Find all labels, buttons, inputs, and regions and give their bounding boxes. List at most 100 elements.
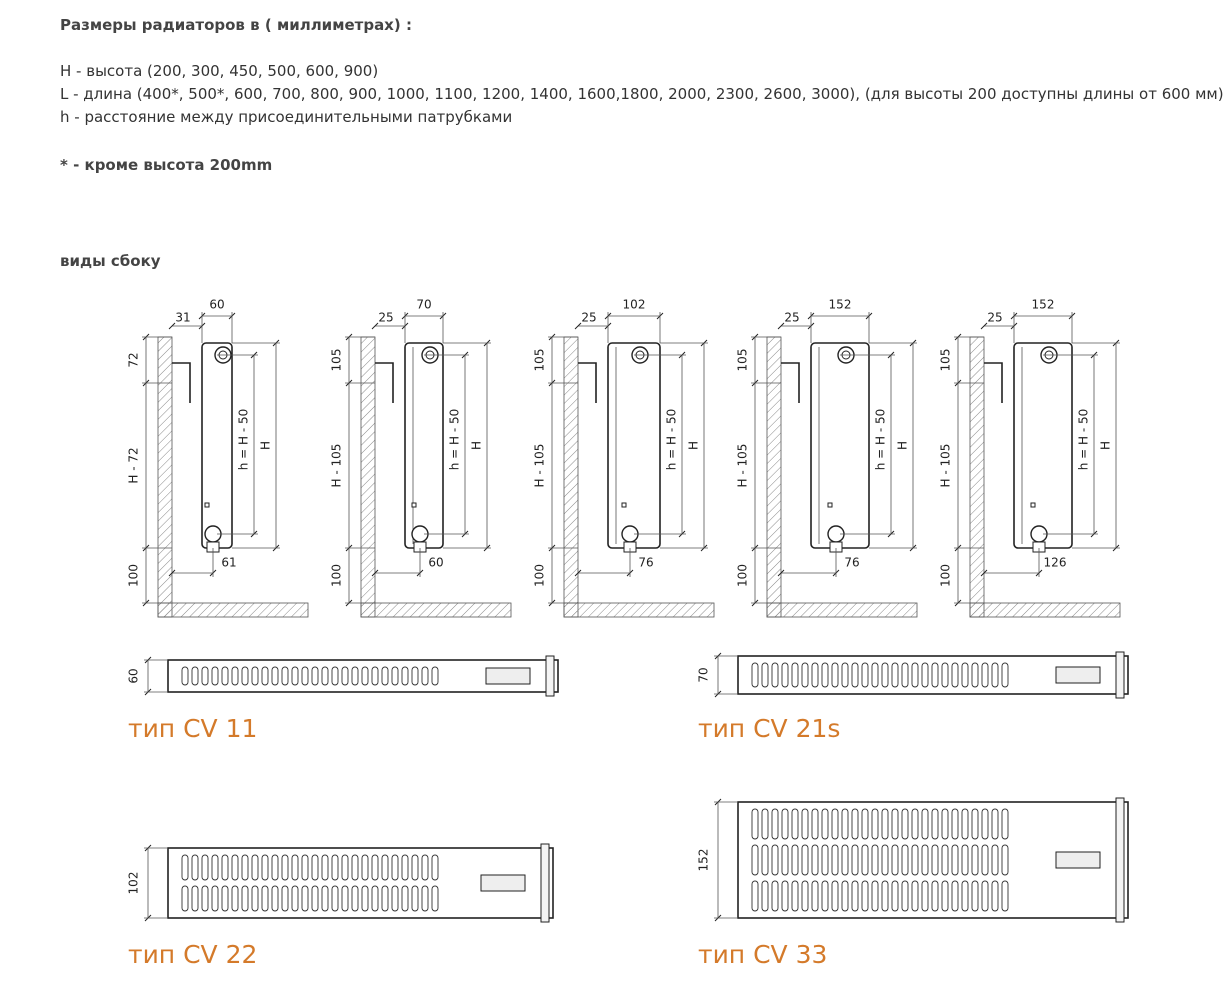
wall-bracket xyxy=(375,362,394,403)
dimension-tick xyxy=(168,322,176,330)
convector-fin xyxy=(211,854,219,881)
convector-fin xyxy=(951,844,959,876)
convector-fin xyxy=(901,662,909,688)
convector-fin xyxy=(191,854,199,881)
convector-fin xyxy=(841,662,849,688)
dimension-tick xyxy=(777,322,785,330)
convector-fin xyxy=(351,666,359,686)
dimension-tick xyxy=(168,569,176,577)
convector-fin xyxy=(361,854,369,881)
convector-fin xyxy=(861,808,869,840)
convector-fin xyxy=(991,662,999,688)
dim-inner: h = H - 50 xyxy=(874,409,888,471)
height-line: H - высота (200, 300, 450, 500, 600, 900… xyxy=(60,62,379,80)
dim-left-mid: H - 72 xyxy=(127,447,141,483)
convector-fin xyxy=(301,854,309,881)
convector-fin xyxy=(311,885,319,912)
convector-fin xyxy=(911,844,919,876)
convector-fin xyxy=(981,844,989,876)
convector-fin xyxy=(841,844,849,876)
convector-fin xyxy=(821,662,829,688)
convector-fin xyxy=(281,666,289,686)
convector-fin xyxy=(371,666,379,686)
vent-plug xyxy=(827,502,833,508)
convector-fin xyxy=(271,666,279,686)
convector-fin xyxy=(221,666,229,686)
convector-fin xyxy=(431,854,439,881)
convector-fin xyxy=(911,808,919,840)
floor-hatch xyxy=(969,602,1121,618)
dim-inner: h = H - 50 xyxy=(665,409,679,471)
convector-fin xyxy=(271,885,279,912)
convector-fin xyxy=(991,844,999,876)
dimension-tick xyxy=(574,569,582,577)
dim-top-left: 25 xyxy=(581,311,596,325)
convector-fin xyxy=(771,808,779,840)
dim-bottom: 76 xyxy=(638,556,653,570)
convector-fin xyxy=(881,808,889,840)
convector-fin xyxy=(231,666,239,686)
convector-fin xyxy=(391,666,399,686)
convector-fin xyxy=(311,854,319,881)
floor-hatch xyxy=(157,602,309,618)
convector-fin xyxy=(311,666,319,686)
convector-fin xyxy=(351,885,359,912)
top-view-1: 60 xyxy=(127,655,559,697)
convector-fin xyxy=(371,885,379,912)
dim-outer: H xyxy=(470,441,484,450)
convector-fin xyxy=(411,666,419,686)
convector-fin xyxy=(921,808,929,840)
convector-fin xyxy=(251,885,259,912)
convector-fin xyxy=(431,666,439,686)
convector-fin xyxy=(891,662,899,688)
convector-fin xyxy=(941,844,949,876)
end-cap xyxy=(545,655,555,697)
dim-outer: H xyxy=(259,441,273,450)
convector-fin xyxy=(781,808,789,840)
convector-fin xyxy=(851,880,859,912)
convector-fin xyxy=(811,844,819,876)
vent-plug xyxy=(411,502,417,508)
convector-fin xyxy=(291,885,299,912)
convector-fin xyxy=(1001,844,1009,876)
convector-fin xyxy=(401,666,409,686)
convector-fin xyxy=(971,880,979,912)
side-views-title: виды сбоку xyxy=(60,252,161,270)
dim-depth: 60 xyxy=(127,668,141,683)
convector-fin xyxy=(831,808,839,840)
dim-left-top: 105 xyxy=(533,349,547,372)
convector-fin xyxy=(961,662,969,688)
convector-fin xyxy=(191,885,199,912)
convector-fin xyxy=(791,808,799,840)
convector-fin xyxy=(801,808,809,840)
convector-fin xyxy=(981,808,989,840)
convector-fin xyxy=(781,880,789,912)
convector-fin xyxy=(811,808,819,840)
convector-fin xyxy=(381,885,389,912)
convector-fin xyxy=(201,854,209,881)
end-cap xyxy=(540,843,550,923)
convector-fin xyxy=(761,880,769,912)
convector-fin xyxy=(921,844,929,876)
floor-hatch xyxy=(766,602,918,618)
convector-fin xyxy=(401,854,409,881)
dim-inner: h = H - 50 xyxy=(237,409,251,471)
vent-plug xyxy=(204,502,210,508)
dimension-tick xyxy=(371,322,379,330)
convector-fin xyxy=(801,880,809,912)
convector-fin xyxy=(211,666,219,686)
convector-fin xyxy=(331,666,339,686)
convector-fin xyxy=(831,880,839,912)
convector-fin xyxy=(301,666,309,686)
convector-fin xyxy=(1001,880,1009,912)
top-view-3: 102 xyxy=(127,843,554,923)
convector-fin xyxy=(791,662,799,688)
wall-bracket xyxy=(578,362,597,403)
convector-fin xyxy=(261,885,269,912)
wall-bracket xyxy=(984,362,1003,403)
convector-fin xyxy=(891,808,899,840)
dim-left-bottom: 100 xyxy=(127,564,141,587)
